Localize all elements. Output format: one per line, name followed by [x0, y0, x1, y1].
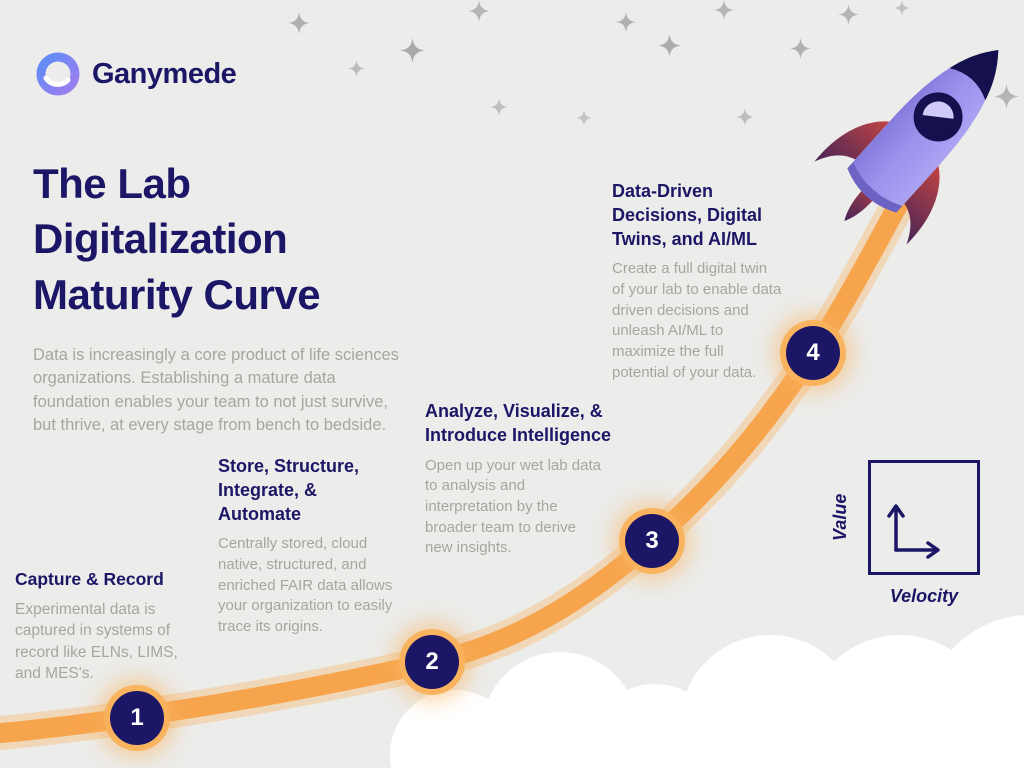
- page-title: The Lab Digitalization Maturity Curve: [33, 160, 321, 318]
- stage-3-block: Analyze, Visualize, & Introduce Intellig…: [425, 400, 663, 559]
- stage-2-marker: 2: [405, 635, 459, 689]
- brand-logo: Ganymede: [36, 52, 237, 96]
- stage-1-marker: 1: [110, 691, 164, 745]
- ganymede-logo-icon: [36, 52, 80, 96]
- stage-2-body: Centrally stored, cloud native, structur…: [218, 535, 393, 635]
- stage-3-number: 3: [645, 527, 659, 554]
- stage-4-heading: Data-Driven Decisions, Digital Twins, an…: [612, 181, 763, 249]
- stage-2-number: 2: [425, 648, 439, 675]
- stage-1-number: 1: [130, 704, 144, 731]
- stage-4-body: Create a full digital twin of your lab t…: [612, 260, 782, 381]
- stage-1-heading: Capture & Record: [15, 569, 164, 589]
- stage-2-block: Store, Structure, Integrate, & Automate …: [218, 455, 396, 638]
- stage-4-block: Data-Driven Decisions, Digital Twins, an…: [612, 180, 808, 383]
- cloud-base: [420, 745, 1024, 768]
- brand-name: Ganymede: [92, 57, 237, 90]
- axis-arrows-icon: [887, 504, 940, 559]
- stage-3-heading: Analyze, Visualize, & Introduce Intellig…: [425, 401, 612, 445]
- stage-3-body: Open up your wet lab data to analysis an…: [425, 456, 601, 557]
- velocity-axis-label: Velocity: [889, 586, 959, 606]
- stage-4-number: 4: [806, 339, 820, 366]
- rocket-illustration: [802, 0, 1024, 280]
- intro-paragraph: Data is increasingly a core product of l…: [33, 346, 399, 435]
- stage-2-heading: Store, Structure, Integrate, & Automate: [218, 456, 360, 524]
- stage-3-marker: 3: [625, 514, 679, 568]
- axis-box: [868, 460, 980, 575]
- stage-1-block: Capture & Record Experimental data is ca…: [15, 568, 205, 685]
- stage-1-body: Experimental data is captured in systems…: [15, 601, 178, 683]
- value-axis-label: Value: [830, 493, 850, 542]
- stage-4-marker: 4: [786, 326, 840, 380]
